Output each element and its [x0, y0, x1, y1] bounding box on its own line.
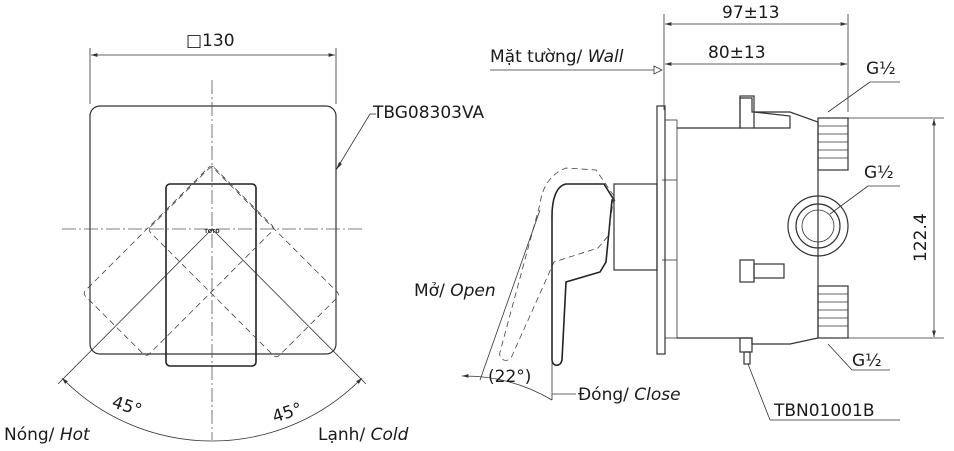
- height-dimension: 122.4: [911, 213, 931, 262]
- port-bottom-label: G½: [852, 351, 882, 371]
- lever-cold-position: [148, 167, 339, 358]
- close-label: Đóng/ Close: [578, 385, 681, 405]
- angle-hot: 45°: [109, 392, 144, 420]
- wall-plate-side: [656, 105, 666, 355]
- body-model-label: TBN01001B: [773, 401, 875, 421]
- port-mid-label: G½: [864, 163, 894, 183]
- handle-hub: [613, 183, 658, 271]
- brand-mark: TOTO: [204, 229, 219, 235]
- hot-label: Nóng/ Hot: [4, 425, 91, 445]
- concealed-valve-body: [677, 95, 849, 365]
- depth-total-dimension: 97±13: [722, 3, 780, 23]
- model-label: TBG08303VA: [372, 103, 485, 123]
- cold-label: Lạnh/ Cold: [318, 425, 409, 445]
- wall-label: Mặt tường/ Wall: [490, 47, 624, 67]
- front-width-dimension: □130: [186, 31, 235, 51]
- open-label: Mở/ Open: [414, 281, 496, 301]
- angle-cold: 45°: [270, 399, 305, 427]
- lever-side-closed: [551, 183, 616, 367]
- open-angle: (22°): [488, 367, 531, 387]
- cover-plate: [89, 105, 337, 355]
- side-view: 97±13 80±13 Mặt tường/ Wall (22°) Mở/ Op…: [414, 3, 944, 421]
- port-top-label: G½: [866, 59, 896, 79]
- depth-body-dimension: 80±13: [708, 43, 766, 63]
- front-view: □130 TOTO TBG08303VA 45° 45° Nóng/ Hot L…: [4, 31, 485, 445]
- lever-handle: [165, 183, 257, 367]
- lever-side-open: [499, 167, 615, 361]
